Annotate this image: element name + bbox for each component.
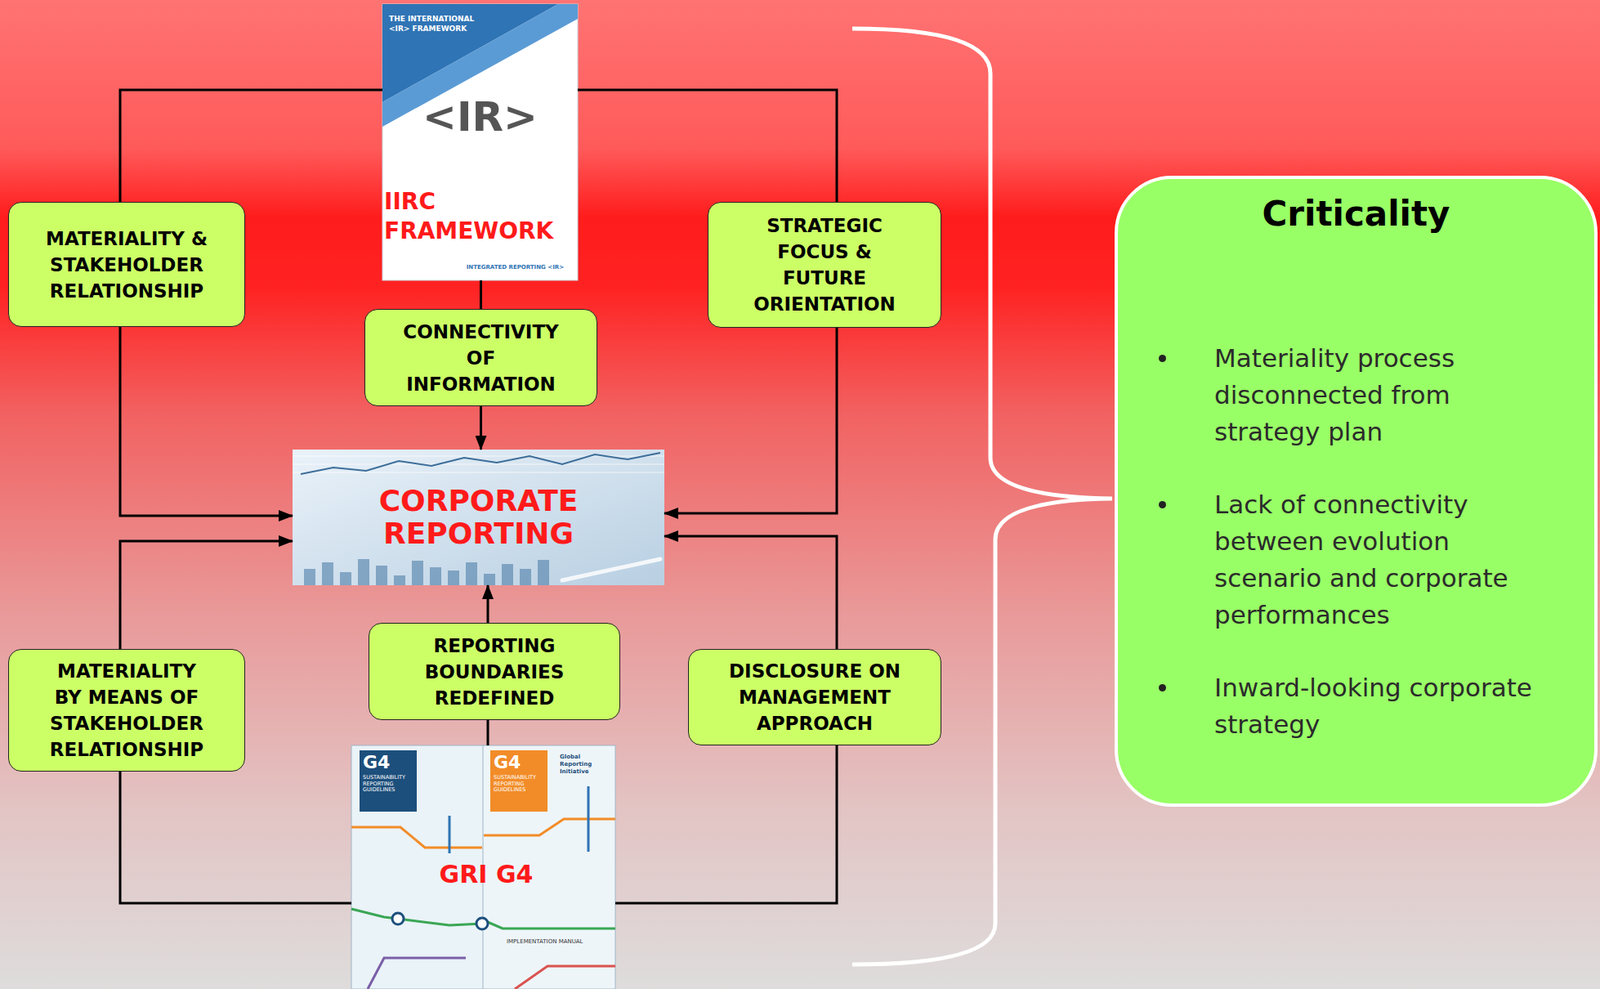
connector-line <box>120 89 383 202</box>
gri-book-covers <box>351 745 616 989</box>
publisher-name: Global Reporting Initiative <box>559 753 611 776</box>
framework-logo: <IR> <box>382 92 578 142</box>
map-lines <box>351 786 616 989</box>
panel-heading: Criticality <box>1117 193 1595 235</box>
book-label: GRI G4 <box>429 859 544 890</box>
report-label: CORPORATE REPORTING <box>341 484 616 550</box>
chart-ground <box>292 449 665 586</box>
book-label: IIRC FRAMEWORK <box>384 187 578 246</box>
connector-arrow <box>487 585 490 623</box>
g4-square <box>490 750 548 812</box>
cover-sheet <box>382 4 578 281</box>
chart-line <box>300 452 661 474</box>
curly-brace <box>852 28 1113 965</box>
principle-box: CONNECTIVITY OF INFORMATION <box>364 308 598 407</box>
criticality-point: Lack of connectivity between evolution s… <box>1214 486 1542 634</box>
connector-line <box>487 719 490 746</box>
connector-line <box>120 771 352 903</box>
principle-box: MATERIALITY BY MEANS OF STAKEHOLDER RELA… <box>8 648 246 772</box>
chart-grid <box>292 455 665 473</box>
criticality-panel: CriticalityMateriality process disconnec… <box>1114 175 1598 807</box>
report-chart-image <box>292 449 665 586</box>
connector-line <box>577 89 837 202</box>
criticality-point: Materiality process disconnected from st… <box>1214 339 1542 451</box>
chart-bars <box>303 558 550 586</box>
principle-box: REPORTING BOUNDARIES REDEFINED <box>368 622 621 720</box>
connector-arrow <box>479 406 483 450</box>
principle-box: DISCLOSURE ON MANAGEMENT APPROACH <box>688 648 942 746</box>
cover-subtitle: SUSTAINABILITY REPORTING GUIDELINES <box>493 774 545 794</box>
cover-subtitle: IMPLEMENTATION MANUAL <box>506 938 584 946</box>
principle-box: STRATEGIC FOCUS & FUTURE ORIENTATION <box>707 201 942 328</box>
cover-title: THE INTERNATIONAL <IR> FRAMEWORK <box>388 13 479 34</box>
cover-code: G4 <box>362 751 390 774</box>
principle-text: MATERIALITY BY MEANS OF STAKEHOLDER RELA… <box>43 657 211 763</box>
principle-text: CONNECTIVITY OF INFORMATION <box>397 318 564 398</box>
principle-box: MATERIALITY & STAKEHOLDER RELATIONSHIP <box>8 201 246 327</box>
pen-shape <box>562 558 661 581</box>
principle-text: MATERIALITY & STAKEHOLDER RELATIONSHIP <box>43 225 211 304</box>
cover-subtitle: SUSTAINABILITY REPORTING GUIDELINES <box>362 774 414 794</box>
iirc-book-cover <box>382 4 578 281</box>
gri-g4-book: G4SUSTAINABILITY REPORTING GUIDELINESG4S… <box>351 745 616 989</box>
corporate-reporting-image: CORPORATE REPORTING <box>292 449 665 586</box>
iirc-framework-book: THE INTERNATIONAL <IR> FRAMEWORK <IR> IIRC… <box>382 4 578 281</box>
criticality-point: Inward-looking corporate strategy <box>1214 669 1542 743</box>
connector-arrow <box>664 327 837 514</box>
connector-line <box>479 280 483 309</box>
station-dot <box>476 917 488 930</box>
cover-footer: INTEGRATED REPORTING <IR> <box>457 263 564 271</box>
principle-text: STRATEGIC FOCUS & FUTURE ORIENTATION <box>742 212 907 318</box>
g4-square <box>359 750 417 812</box>
principle-text: DISCLOSURE ON MANAGEMENT APPROACH <box>706 657 923 737</box>
connector-arrow <box>664 536 837 649</box>
cover-code: G4 <box>493 751 521 774</box>
station-dot <box>392 912 404 925</box>
connector-arrow <box>120 540 293 649</box>
connector-line <box>615 745 837 903</box>
principle-text: REPORTING BOUNDARIES REDEFINED <box>410 632 579 711</box>
connector-arrow <box>120 326 293 516</box>
